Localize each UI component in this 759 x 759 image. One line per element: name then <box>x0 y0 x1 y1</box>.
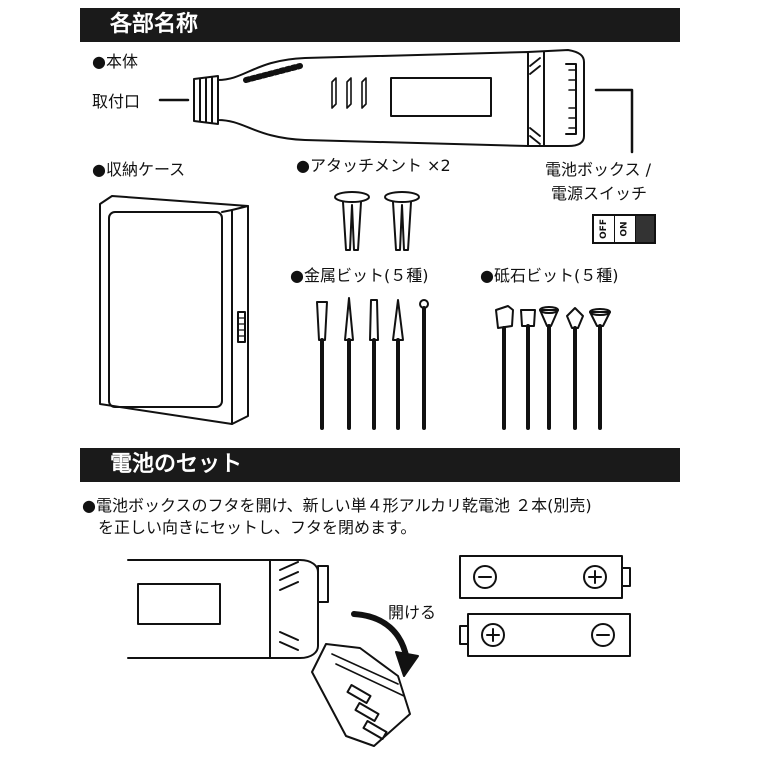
section-header-parts <box>80 8 680 42</box>
switch-off-cell: OFF <box>594 216 615 242</box>
label-metal-bits: ●金属ビット(５種) <box>290 266 429 285</box>
power-switch: OFF ON <box>592 214 656 244</box>
label-battery-box-2: 電源スイッチ <box>551 184 648 203</box>
battery-box-open-illustration <box>127 559 419 747</box>
tool-body-illustration <box>158 49 634 154</box>
label-case: ●収納ケース <box>92 160 186 179</box>
storage-case-illustration <box>99 195 249 425</box>
attachment-illustration <box>334 191 420 251</box>
section-header-battery <box>80 448 680 482</box>
batteries-illustration <box>459 555 631 657</box>
label-main-body: ●本体 <box>92 52 138 71</box>
section-title-parts: 各部名称 <box>110 12 199 37</box>
instruction-line-2: を正しい向きにセットし、フタを閉めます。 <box>82 518 417 537</box>
metal-bits-illustration <box>316 297 429 430</box>
switch-knob <box>636 216 654 242</box>
label-attachment: ●アタッチメント ×2 <box>296 156 451 175</box>
label-open: 開ける <box>388 603 437 622</box>
label-battery-box-1: 電池ボックス / <box>545 160 651 179</box>
section-title-battery: 電池のセット <box>110 452 243 477</box>
switch-on-cell: ON <box>615 216 636 242</box>
label-grind-bits: ●砥石ビット(５種) <box>480 266 619 285</box>
grind-bits-illustration <box>495 305 611 430</box>
instruction-line-1: ●電池ボックスのフタを開け、新しい単４形アルカリ乾電池 ２本(別売) <box>82 496 592 515</box>
label-mount: 取付口 <box>92 92 141 111</box>
